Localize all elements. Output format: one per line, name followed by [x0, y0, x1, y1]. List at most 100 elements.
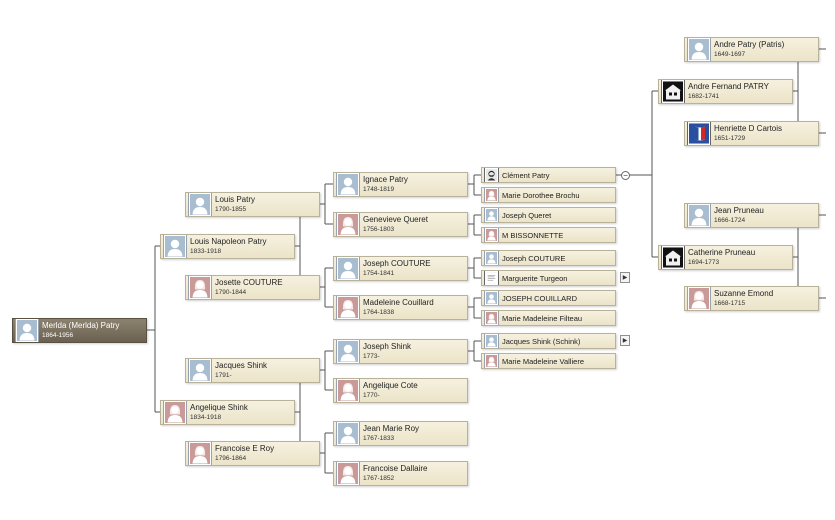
- person-name: Joseph COUTURE: [363, 259, 431, 269]
- person-name: Henriette D Cartois: [714, 124, 783, 134]
- silhouette-female-icon: [484, 188, 499, 202]
- person-dates: 1767-1852: [363, 474, 395, 482]
- person-name: Jacques Shink: [215, 361, 268, 371]
- person-name: Louis Patry: [215, 195, 256, 205]
- person-name: Genevieve Queret: [363, 215, 428, 225]
- person-card-gen4[interactable]: Marie Dorothee Brochu: [481, 187, 616, 203]
- french-flag-icon: [687, 122, 711, 145]
- person-name: Jean Pruneau: [714, 206, 764, 216]
- person-card-gen4[interactable]: Joseph Queret: [481, 207, 616, 223]
- person-card-gen4[interactable]: Joseph COUTURE: [481, 250, 616, 266]
- person-name: Louis Napoleon Patry: [190, 237, 267, 247]
- silhouette-female-icon: [188, 442, 212, 465]
- person-name: Madeleine Couillard: [363, 298, 434, 308]
- silhouette-female-icon: [336, 213, 360, 236]
- person-name: Francoise Dallaire: [363, 464, 428, 474]
- collapse-circle-icon[interactable]: −: [621, 171, 630, 180]
- person-name: Marie Dorothee Brochu: [502, 190, 580, 200]
- person-dates: 1668-1715: [714, 299, 746, 307]
- person-dates: 1767-1833: [363, 434, 395, 442]
- person-card-gen4[interactable]: Marguerite Turgeon: [481, 270, 616, 286]
- person-name: M BISSONNETTE: [502, 230, 564, 240]
- person-name: Andre Fernand PATRY: [688, 82, 769, 92]
- person-name: Marie Madeleine Filteau: [502, 313, 583, 323]
- person-name: Clément Patry: [502, 170, 550, 180]
- house-photo-icon: [661, 80, 685, 103]
- person-name: Marguerite Turgeon: [502, 273, 568, 283]
- portrait-sketch-icon: [484, 168, 499, 182]
- silhouette-male-icon: [15, 319, 39, 342]
- person-card-gen4[interactable]: JOSEPH COUILLARD: [481, 290, 616, 306]
- person-name: Jean Marie Roy: [363, 424, 420, 434]
- silhouette-male-icon: [687, 38, 711, 61]
- person-dates: 1748-1819: [363, 185, 395, 193]
- person-dates: 1796-1864: [215, 454, 247, 462]
- person-card-gen4[interactable]: Marie Madeleine Valliere: [481, 353, 616, 369]
- silhouette-male-icon: [163, 235, 187, 258]
- silhouette-female-icon: [336, 379, 360, 402]
- person-name: Joseph Queret: [502, 210, 552, 220]
- silhouette-female-icon: [336, 296, 360, 319]
- person-dates: 1651-1729: [714, 134, 746, 142]
- person-dates: 1649-1697: [714, 50, 746, 58]
- person-card-gen7[interactable]: Andre Patry (Patris)1649-1697: [684, 37, 819, 62]
- silhouette-male-icon: [336, 340, 360, 363]
- house-photo-icon: [661, 246, 685, 269]
- silhouette-male-icon: [687, 204, 711, 227]
- person-card-gen4[interactable]: Jacques Shink (Schink): [481, 333, 616, 349]
- silhouette-female-icon: [188, 276, 212, 299]
- silhouette-female-icon: [484, 354, 499, 368]
- expand-right-icon[interactable]: ▶: [620, 272, 630, 283]
- person-name: Suzanne Emond: [714, 289, 774, 299]
- person-dates: 1682-1741: [688, 92, 720, 100]
- person-name: Joseph Shink: [363, 342, 412, 352]
- person-name: Jacques Shink (Schink): [502, 336, 581, 346]
- person-dates: 1694-1773: [688, 258, 720, 266]
- person-dates: 1756-1803: [363, 225, 395, 233]
- silhouette-female-icon: [163, 401, 187, 424]
- silhouette-male-icon: [484, 208, 499, 222]
- person-card-gen4[interactable]: Marie Madeleine Filteau: [481, 310, 616, 326]
- person-name: Joseph COUTURE: [502, 253, 566, 263]
- person-name: Josette COUTURE: [215, 278, 283, 288]
- person-name: Angelique Shink: [190, 403, 248, 413]
- person-dates: 1666-1724: [714, 216, 746, 224]
- silhouette-female-icon: [687, 287, 711, 310]
- person-name: Merlda (Merlda) Patry: [42, 321, 120, 331]
- person-dates: 1833-1918: [190, 247, 222, 255]
- person-name: Angelique Cote: [363, 381, 418, 391]
- person-card-gen4[interactable]: M BISSONNETTE: [481, 227, 616, 243]
- person-dates: 1754-1841: [363, 269, 395, 277]
- silhouette-male-icon: [484, 334, 499, 348]
- silhouette-male-icon: [188, 359, 212, 382]
- silhouette-male-icon: [336, 422, 360, 445]
- expand-right-icon[interactable]: ▶: [620, 335, 630, 346]
- silhouette-male-icon: [484, 251, 499, 265]
- person-name: Ignace Patry: [363, 175, 408, 185]
- person-name: Andre Patry (Patris): [714, 40, 785, 50]
- document-scan-icon: [484, 271, 499, 285]
- person-name: Catherine Pruneau: [688, 248, 756, 258]
- person-card-gen4[interactable]: Clément Patry: [481, 167, 616, 183]
